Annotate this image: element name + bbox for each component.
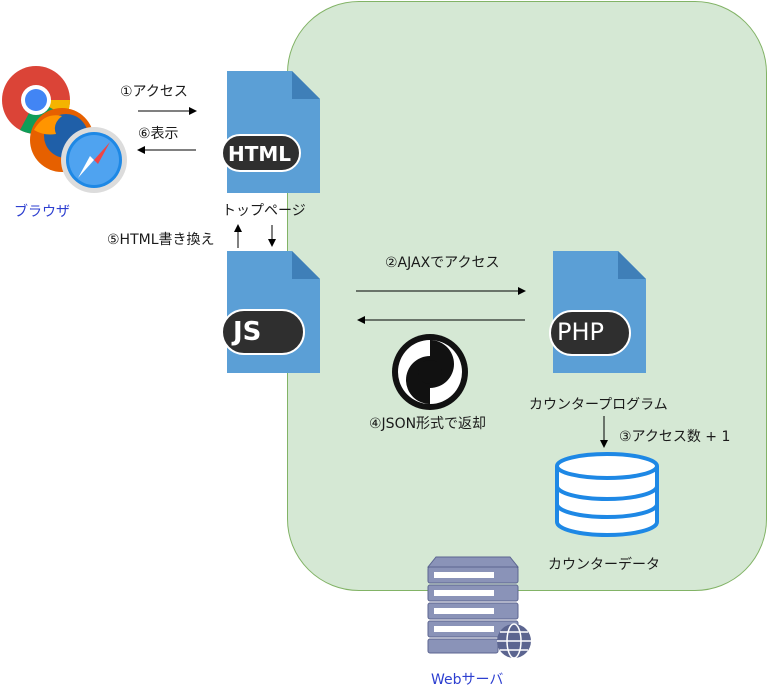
php-file-label: カウンタープログラム xyxy=(529,397,668,413)
browser-icons xyxy=(0,64,130,199)
json-icon xyxy=(390,332,470,412)
db-label: カウンターデータ xyxy=(548,557,660,573)
html-badge: HTML xyxy=(228,142,292,166)
php-badge: PHP xyxy=(557,318,604,346)
browser-label: ブラウザ xyxy=(14,204,70,220)
php-file xyxy=(548,249,648,375)
html-file-label: トップページ xyxy=(222,203,306,219)
edge-rewrite-label: ⑤HTML書き換え xyxy=(107,232,215,248)
web-server-area xyxy=(287,1,767,591)
database-icon xyxy=(554,452,660,538)
edge-access-label: ①アクセス xyxy=(120,84,188,100)
js-badge: JS xyxy=(233,317,262,347)
edge-json-label: ④JSON形式で返却 xyxy=(369,416,487,432)
html-file xyxy=(222,69,322,195)
server-icon xyxy=(424,553,536,663)
edge-count-label: ③アクセス数 + 1 xyxy=(619,429,731,445)
edge-ajax-label: ②AJAXでアクセス xyxy=(385,255,500,271)
server-label: Webサーバ xyxy=(431,672,504,688)
safari-icon xyxy=(61,127,127,193)
js-file xyxy=(222,249,322,375)
edge-display-label: ⑥表示 xyxy=(138,126,179,142)
